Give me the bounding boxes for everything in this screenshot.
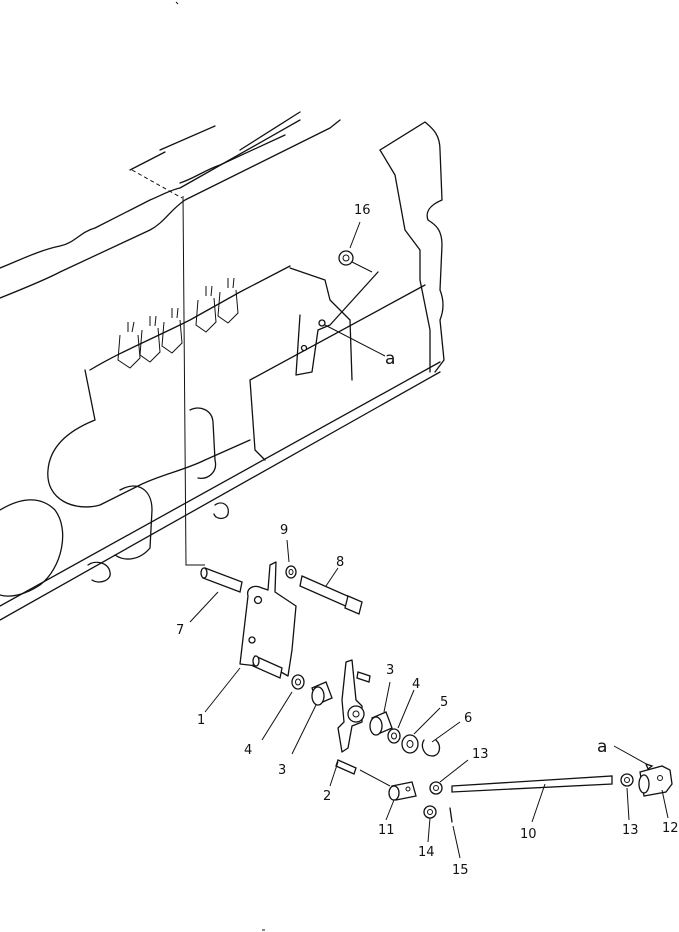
upper-bracket [295, 271, 386, 376]
leader-line-7 [182, 195, 205, 566]
rod-end-12 [613, 745, 673, 819]
rod-10 [451, 775, 613, 823]
nut-16 [338, 221, 373, 273]
engine-block [0, 111, 445, 621]
washer-4b [387, 689, 415, 744]
label-6: 6 [464, 711, 472, 726]
label-3-left: 3 [278, 763, 286, 778]
bushing-3a [291, 681, 333, 755]
injector-cluster [117, 277, 239, 369]
nut-14 [423, 805, 437, 843]
label-4-left: 4 [244, 743, 252, 758]
lever-2 [329, 659, 371, 787]
label-12: 12 [662, 821, 679, 836]
label-9: 9 [280, 523, 288, 538]
clip-6 [421, 721, 461, 757]
label-14: 14 [418, 845, 435, 860]
label-13-right: 13 [622, 823, 639, 838]
label-11: 11 [378, 823, 395, 838]
nut-13b [620, 773, 634, 821]
label-a-upper: a [385, 349, 395, 369]
label-15: 15 [452, 863, 469, 878]
pin-7 [189, 567, 243, 623]
pin-15 [449, 807, 461, 859]
label-2: 2 [323, 789, 331, 804]
bushing-3b [369, 681, 393, 736]
callout-labels: 16 a 9 8 7 1 4 3 3 4 5 6 13 a 2 11 10 13… [176, 203, 679, 878]
rod-end-11 [359, 769, 417, 821]
label-7: 7 [176, 623, 184, 638]
washer-4a [261, 674, 305, 741]
label-8: 8 [336, 555, 344, 570]
washer-5 [401, 707, 441, 754]
label-4-right: 4 [412, 677, 420, 692]
label-10: 10 [520, 827, 537, 842]
bolt-8 [299, 567, 363, 615]
label-a-lower: a [597, 737, 607, 757]
label-3-right: 3 [386, 663, 394, 678]
plate-1 [204, 561, 297, 713]
ref-dashed-line [131, 169, 183, 199]
stray-mark [175, 1, 179, 5]
label-13-left: 13 [472, 747, 489, 762]
label-5: 5 [440, 695, 448, 710]
washer-9 [285, 539, 297, 579]
label-1: 1 [197, 713, 205, 728]
nut-13a [429, 759, 469, 795]
label-16: 16 [354, 203, 371, 218]
